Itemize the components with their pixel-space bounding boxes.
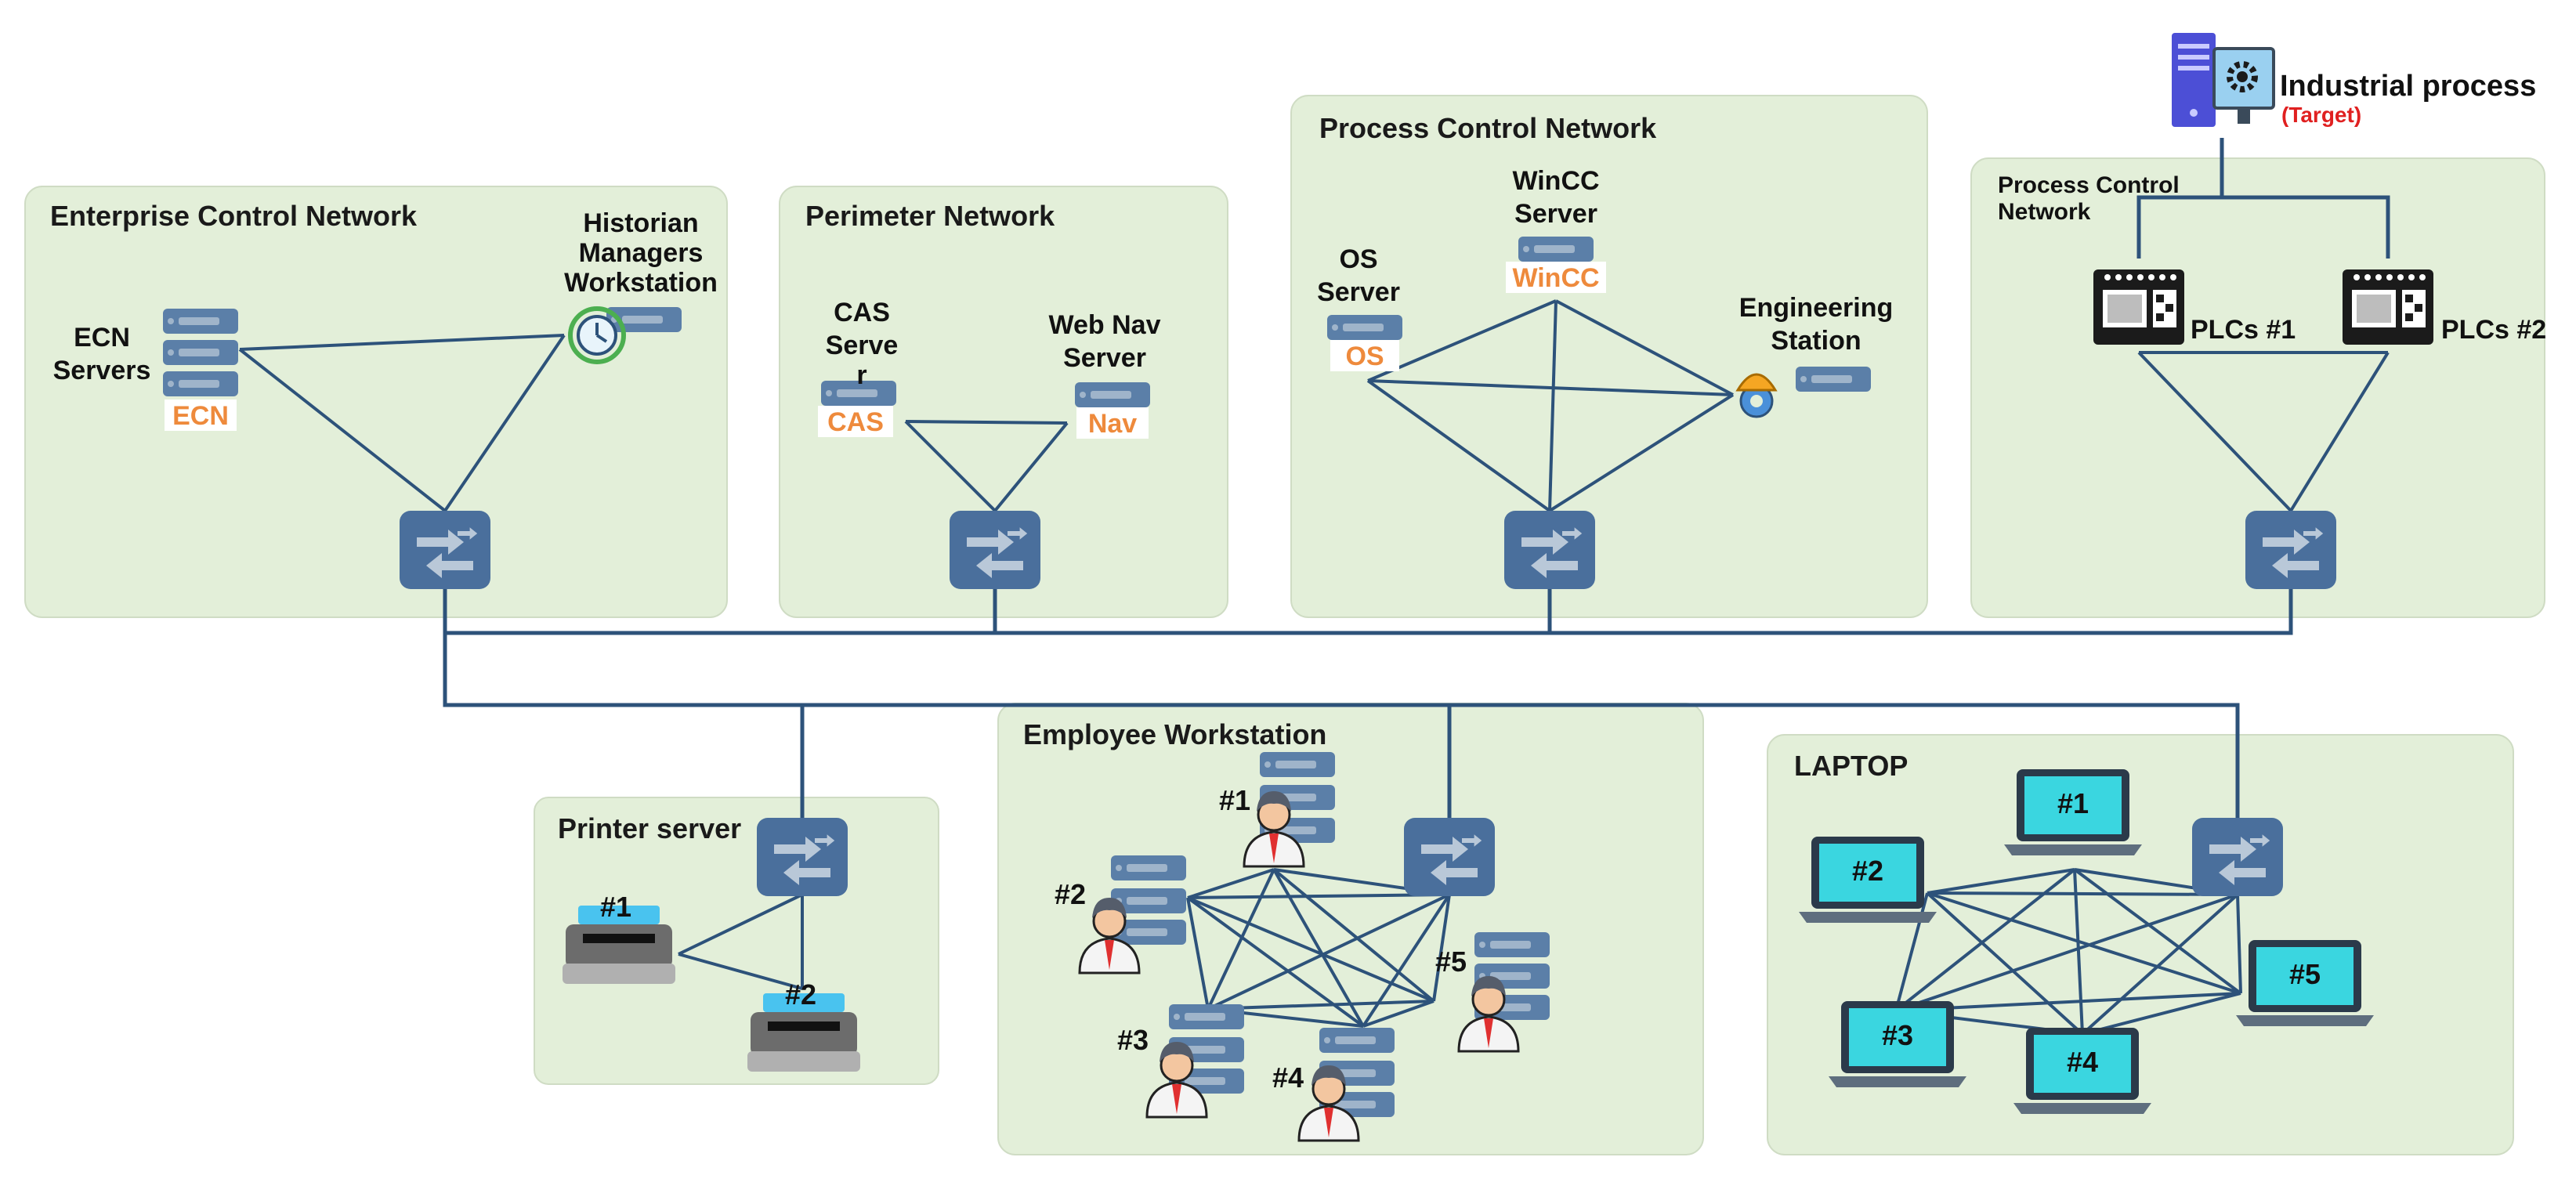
wincc-label-2: Server xyxy=(1514,199,1597,229)
historian-label-3: Workstation xyxy=(564,268,718,298)
printer-links xyxy=(678,893,804,990)
clock-icon xyxy=(568,306,626,364)
engineering-label-2: Station xyxy=(1771,326,1861,356)
ecn-tag: ECN xyxy=(172,401,229,431)
ecn-servers xyxy=(163,309,238,431)
laptop-4-label: #4 xyxy=(2067,1046,2098,1078)
cas-tag: CAS xyxy=(827,407,884,437)
laptop-5-label: #5 xyxy=(2289,958,2321,990)
zone-enterprise-title: Enterprise Control Network xyxy=(50,200,418,232)
employee-1-label: #1 xyxy=(1219,784,1250,816)
cas-label-1: CAS xyxy=(834,298,890,327)
cas-label-2: Serve xyxy=(826,331,899,360)
zone-perimeter xyxy=(779,186,1228,618)
nav-tag-bg xyxy=(1076,407,1149,439)
zone-plc-title-2: Network xyxy=(1998,199,2091,225)
ecn-label-2: Servers xyxy=(53,356,151,385)
target-label: Industrial process xyxy=(2280,70,2536,103)
zone-plc-title-1: Process Control xyxy=(1998,172,2180,198)
wincc-tag-bg xyxy=(1506,262,1606,293)
os-tag: OS xyxy=(1345,342,1384,371)
wincc-unit xyxy=(1518,237,1594,262)
zone-process-control xyxy=(1290,95,1928,618)
plc2-label: PLCs #2 xyxy=(2441,315,2546,345)
wincc-label-1: WinCC xyxy=(1512,166,1599,196)
zone-printer-title: Printer server xyxy=(558,812,741,844)
printer-1-label: #1 xyxy=(600,891,631,923)
plc1-label: PLCs #1 xyxy=(2191,315,2296,345)
historian-label-2: Managers xyxy=(579,238,704,268)
plc-links xyxy=(2137,351,2390,512)
employee-3-label: #3 xyxy=(1117,1024,1149,1056)
cas-label-3: r xyxy=(856,360,867,390)
laptop-3-label: #3 xyxy=(1882,1019,1913,1051)
industrial-process-icon xyxy=(2172,33,2275,127)
plc2-device xyxy=(2343,269,2433,345)
perimeter-links xyxy=(904,420,1069,512)
os-unit xyxy=(1327,315,1402,340)
backbone-lower-link xyxy=(443,589,2240,735)
webnav-label-2: Server xyxy=(1063,343,1146,373)
switch-process xyxy=(1504,511,1595,589)
backbone-links xyxy=(443,589,2293,818)
webnav-unit xyxy=(1075,382,1150,407)
wincc-tag: WinCC xyxy=(1512,263,1599,293)
switch-enterprise xyxy=(400,511,490,589)
engineer-icon xyxy=(1735,373,1778,418)
backbone-upper-link xyxy=(443,589,2293,635)
target-links xyxy=(2136,138,2390,259)
webnav-label-1: Web Nav xyxy=(1049,310,1161,340)
zone-enterprise xyxy=(24,186,728,618)
ecn-label-1: ECN xyxy=(74,323,130,353)
switch-perimeter xyxy=(950,511,1040,589)
employee-5-label: #5 xyxy=(1435,946,1467,978)
switch-laptop xyxy=(2192,818,2283,896)
plc1-device xyxy=(2093,269,2184,345)
target-sublabel: (Target) xyxy=(2281,103,2361,127)
employee-2-label: #2 xyxy=(1055,878,1086,910)
os-label-2: Server xyxy=(1317,277,1400,307)
switch-plc xyxy=(2245,511,2336,589)
os-label-1: OS xyxy=(1339,244,1377,274)
engineering-label-1: Engineering xyxy=(1739,293,1893,323)
employee-4-label: #4 xyxy=(1272,1061,1304,1094)
laptop-1-label: #1 xyxy=(2057,787,2089,819)
switch-employee xyxy=(1404,818,1495,896)
nav-tag: Nav xyxy=(1088,409,1137,439)
laptop-2-label: #2 xyxy=(1852,855,1883,887)
os-tag-bg xyxy=(1330,340,1399,371)
zone-laptop xyxy=(1767,734,2514,1155)
zone-perimeter-title: Perimeter Network xyxy=(805,200,1055,232)
employee-links xyxy=(1186,868,1451,1028)
zone-employee-title: Employee Workstation xyxy=(1023,718,1326,750)
switch-printer xyxy=(757,818,848,896)
zone-process-title: Process Control Network xyxy=(1319,112,1657,144)
process-links xyxy=(1366,299,1735,512)
zone-laptop-title: LAPTOP xyxy=(1794,750,1908,782)
cas-tag-bg xyxy=(818,406,893,437)
engineering-unit xyxy=(1796,367,1871,392)
historian-label-1: Historian xyxy=(583,208,698,238)
printer-2-label: #2 xyxy=(785,978,816,1011)
enterprise-links xyxy=(238,334,566,512)
